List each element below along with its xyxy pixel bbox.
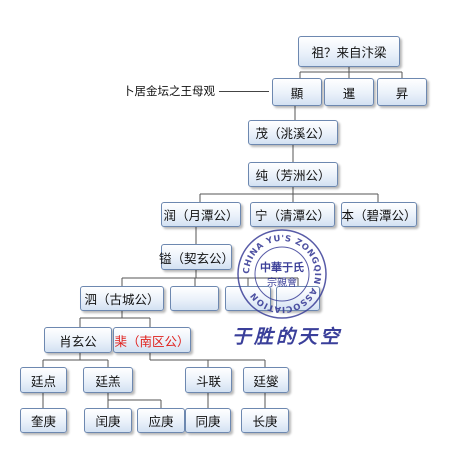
side-note: 卜居金坛之王母观 [123,84,215,98]
node-gen10-tonggeng: 同庚 [185,408,231,433]
seal-center-line-2: 宗親會 [267,276,297,289]
node-gen2-sheng: 昇 [377,78,427,106]
node-gen7-blank-1 [170,286,219,311]
node-gen9-tinggao: 廷羔 [83,367,133,393]
node-root: 祖？来自汴梁 [298,36,400,67]
node-gen10-kuigeng: 奎庚 [20,408,67,433]
node-gen5-ben: 本（碧潭公） [341,202,417,227]
node-gen5-run: 润（月潭公） [161,202,241,227]
node-gen8-fei: 棐（南区公） [113,327,191,353]
node-gen2-xian2: 暹 [324,78,374,106]
node-gen7-si: 泗（古城公） [80,286,164,311]
node-gen10-yinggeng: 应庚 [137,408,185,433]
node-gen5-ning: 宁（清潭公） [250,202,335,227]
node-gen6: 镒（契玄公） [159,244,234,270]
node-gen8-xiaoxuan: 肖玄公 [44,327,112,353]
node-gen2-xian: 顯 [272,78,322,106]
node-gen3: 茂（洮溪公） [248,120,338,145]
node-gen7-blank-2 [225,286,271,311]
node-gen10-rungeng: 闰庚 [84,408,132,433]
node-gen4: 纯（芳洲公） [248,162,338,187]
node-gen9-tingdian: 廷点 [20,367,67,393]
node-gen9-tingxie: 廷燮 [243,367,289,393]
seal-center-line-1: 中華于氏 [260,260,304,274]
side-note-leader-line [219,91,269,92]
caption-watermark: 于胜的天空 [232,326,343,348]
node-gen9-doulian: 斗联 [185,367,232,393]
node-gen10-changgeng: 长庚 [241,408,289,433]
node-gen7-blank-3 [276,286,320,311]
association-seal: CHINA YU'S ZONGQIN ASSOCIATION 中華于氏 宗親會 [237,229,327,319]
